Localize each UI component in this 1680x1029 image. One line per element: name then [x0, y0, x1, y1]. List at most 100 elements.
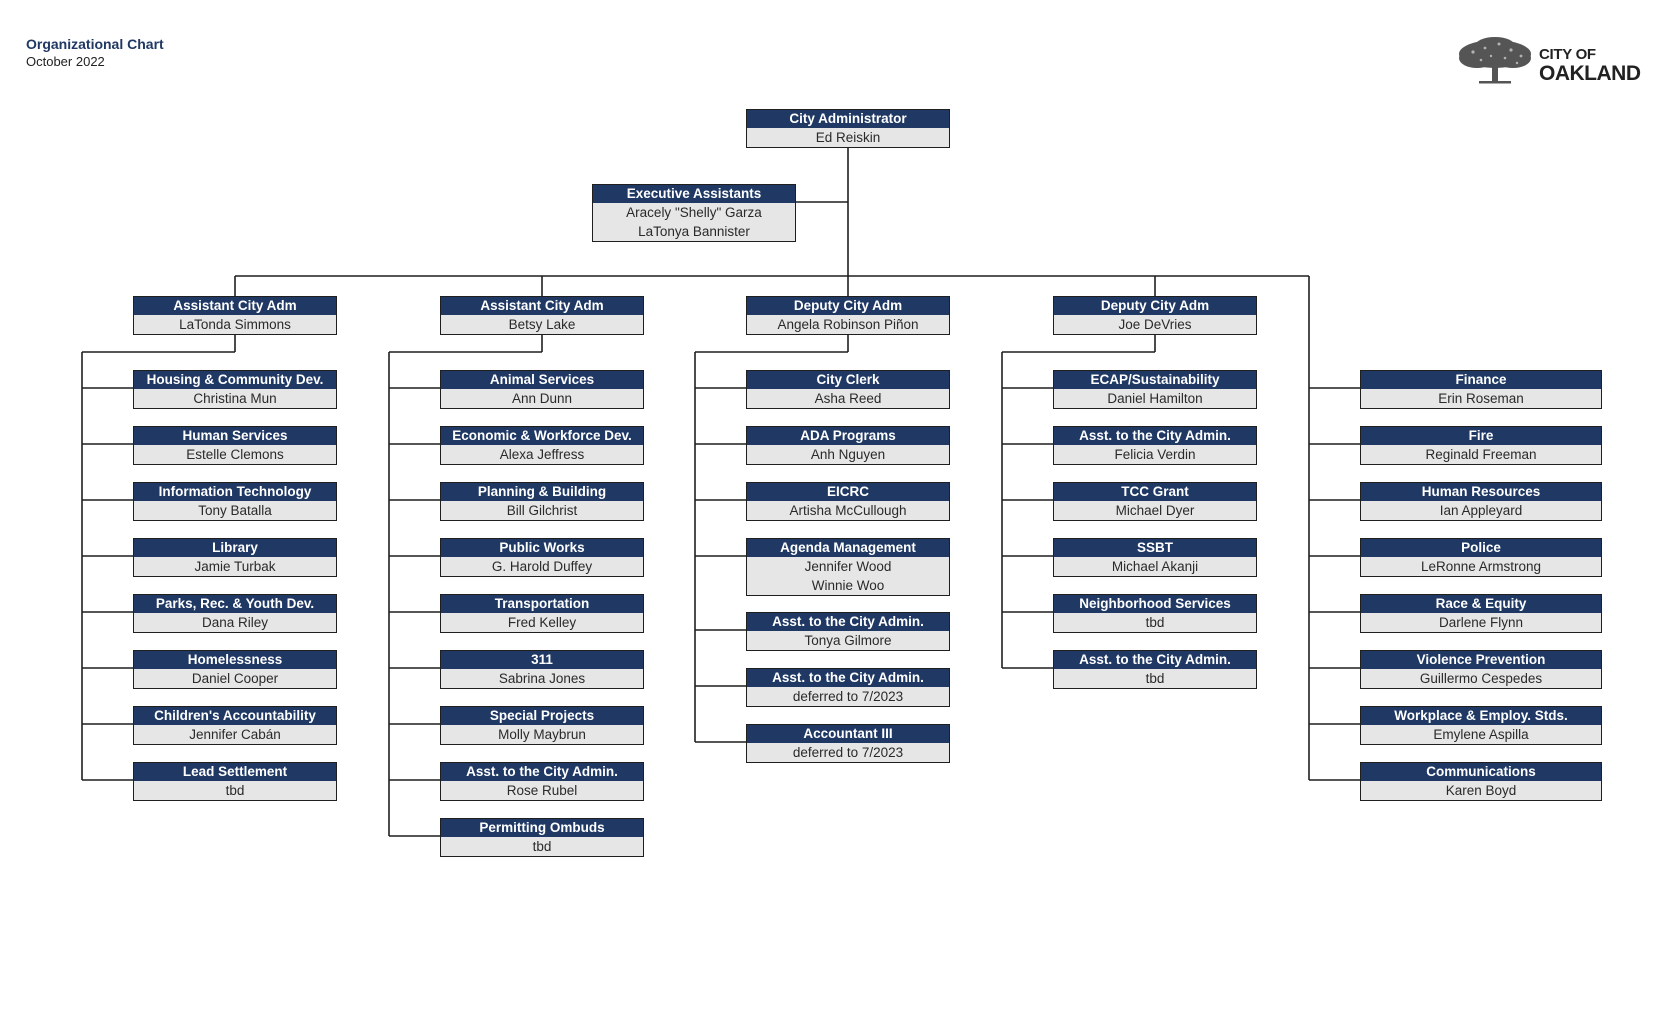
- logo-text-oakland: OAKLAND: [1539, 62, 1641, 85]
- logo-text-city-of: CITY OF: [1539, 46, 1596, 63]
- direct-report-box: Workplace & Employ. Stds.Emylene Aspilla: [1360, 706, 1602, 745]
- position-title: Assistant City Adm: [441, 297, 643, 315]
- position-title: Lead Settlement: [134, 763, 336, 781]
- person-name: Sabrina Jones: [498, 671, 586, 686]
- page-title: Organizational Chart: [26, 36, 164, 52]
- person-name: Anh Nguyen: [810, 447, 886, 462]
- position-title: EICRC: [747, 483, 949, 501]
- person-name: Erin Roseman: [1438, 391, 1524, 406]
- position-title: Library: [134, 539, 336, 557]
- position-title: Economic & Workforce Dev.: [441, 427, 643, 445]
- person-name: Emylene Aspilla: [1433, 727, 1529, 742]
- position-title: Accountant III: [747, 725, 949, 743]
- position-title: Communications: [1361, 763, 1601, 781]
- position-title: Asst. to the City Admin.: [441, 763, 643, 781]
- position-title: Public Works: [441, 539, 643, 557]
- person-name: Artisha McCullough: [789, 503, 907, 518]
- position-title: Police: [1361, 539, 1601, 557]
- person-name: Winnie Woo: [811, 578, 885, 593]
- department-box: Asst. to the City Admin.Tonya Gilmore: [746, 612, 950, 651]
- person-name: deferred to 7/2023: [792, 745, 904, 760]
- department-box: Accountant III deferred to 7/2023: [746, 724, 950, 763]
- person-name: Ann Dunn: [511, 391, 573, 406]
- department-box: EICRC Artisha McCullough: [746, 482, 950, 521]
- department-box: Housing & Community Dev.Christina Mun: [133, 370, 337, 409]
- person-name: Guillermo Cespedes: [1419, 671, 1543, 686]
- person-name: LaTonya Bannister: [638, 224, 750, 239]
- position-title: Asst. to the City Admin.: [1054, 427, 1256, 445]
- department-box: Asst. to the City Admin. deferred to 7/20…: [746, 668, 950, 707]
- position-title: ECAP/Sustainability: [1054, 371, 1256, 389]
- person-name: Dana Riley: [201, 615, 269, 630]
- position-title: 311: [441, 651, 643, 669]
- person-name: Darlene Flynn: [1438, 615, 1524, 630]
- page-subtitle: October 2022: [26, 54, 105, 69]
- city-logo: CITY OF OAKLAND: [1455, 36, 1661, 86]
- position-title: Information Technology: [134, 483, 336, 501]
- position-title: Parks, Rec. & Youth Dev.: [134, 595, 336, 613]
- position-title: Violence Prevention: [1361, 651, 1601, 669]
- position-title: Human Resources: [1361, 483, 1601, 501]
- position-title: Agenda Management: [747, 539, 949, 557]
- position-title: City Clerk: [747, 371, 949, 389]
- position-title: Asst. to the City Admin.: [747, 613, 949, 631]
- person-name: Karen Boyd: [1445, 783, 1517, 798]
- person-name: Jennifer Wood: [804, 559, 892, 574]
- position-title: Asst. to the City Admin.: [747, 669, 949, 687]
- position-title: Asst. to the City Admin.: [1054, 651, 1256, 669]
- position-title: Human Services: [134, 427, 336, 445]
- position-title: Homelessness: [134, 651, 336, 669]
- person-name: deferred to 7/2023: [792, 689, 904, 704]
- position-title: Planning & Building: [441, 483, 643, 501]
- position-title: Finance: [1361, 371, 1601, 389]
- person-name: tbd: [1145, 671, 1165, 686]
- person-name: tbd: [532, 839, 552, 854]
- person-name: Ian Appleyard: [1439, 503, 1523, 518]
- person-name: Christina Mun: [193, 391, 277, 406]
- person-name: Daniel Hamilton: [1107, 391, 1203, 406]
- person-name: Jennifer Cabán: [189, 727, 281, 742]
- position-title: TCC Grant: [1054, 483, 1256, 501]
- position-title: City Administrator: [747, 110, 949, 128]
- department-box: Asst. to the City Admin. tbd: [1053, 650, 1257, 689]
- person-name: Asha Reed: [814, 391, 882, 406]
- person-name: Joe DeVries: [1118, 317, 1192, 332]
- person-name: Reginald Freeman: [1425, 447, 1537, 462]
- person-name: tbd: [1145, 615, 1165, 630]
- department-box: Asst. to the City Admin. Rose Rubel: [440, 762, 644, 801]
- position-title: Deputy City Adm: [1054, 297, 1256, 315]
- person-name: Fred Kelley: [507, 615, 577, 630]
- person-name: Jamie Turbak: [194, 559, 276, 574]
- person-name: Ed Reiskin: [815, 130, 881, 145]
- department-box: Parks, Rec. & Youth Dev. Dana Riley: [133, 594, 337, 633]
- person-name: Betsy Lake: [508, 317, 576, 332]
- position-title: Deputy City Adm: [747, 297, 949, 315]
- person-name: Michael Dyer: [1115, 503, 1195, 518]
- position-title: ADA Programs: [747, 427, 949, 445]
- person-name: Daniel Cooper: [191, 671, 279, 686]
- department-box: Economic & Workforce Dev.Alexa Jeffress: [440, 426, 644, 465]
- person-name: Rose Rubel: [506, 783, 578, 798]
- position-title: Animal Services: [441, 371, 643, 389]
